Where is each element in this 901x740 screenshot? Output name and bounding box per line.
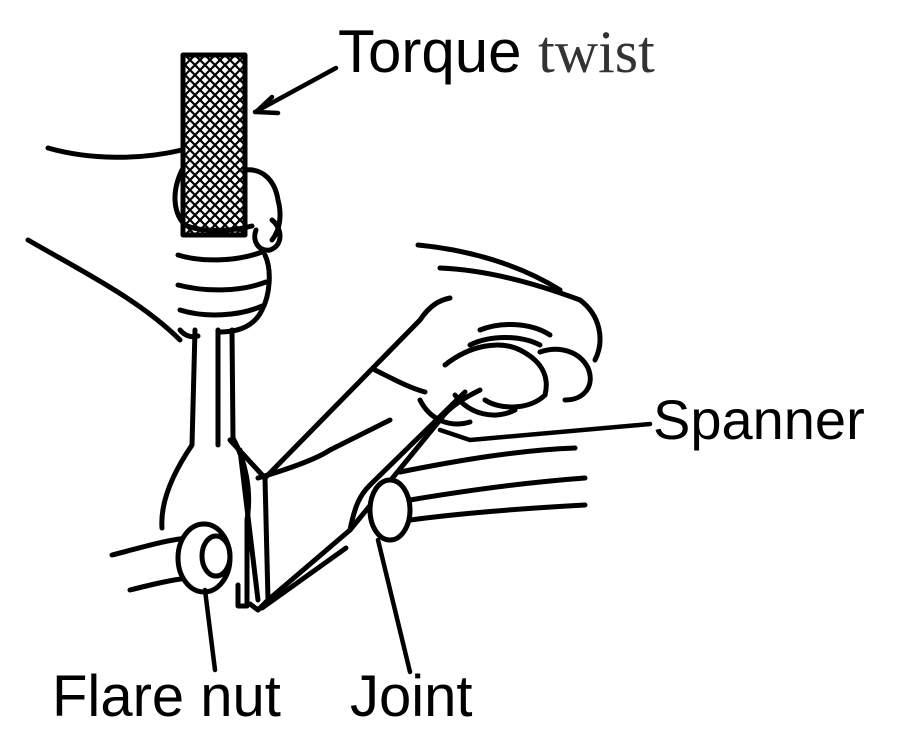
label-torque-word: Torque xyxy=(338,18,521,85)
leader-lines xyxy=(205,68,650,672)
torque-wrench-grip xyxy=(183,55,245,235)
label-twist-word: twist xyxy=(538,19,655,85)
label-torque-twist: Torque twist xyxy=(338,22,655,82)
right-hand xyxy=(258,245,600,478)
leader-torque xyxy=(255,68,336,112)
leader-spanner xyxy=(440,424,650,440)
label-flare-nut: Flare nut xyxy=(52,668,281,726)
label-joint: Joint xyxy=(350,668,473,726)
leader-joint xyxy=(378,540,410,672)
joint-fitting xyxy=(370,480,410,540)
label-spanner: Spanner xyxy=(653,392,865,448)
flare-nut xyxy=(178,524,230,592)
spanner xyxy=(230,298,480,610)
pipe-right xyxy=(400,448,585,520)
leader-flare-nut xyxy=(205,590,215,670)
